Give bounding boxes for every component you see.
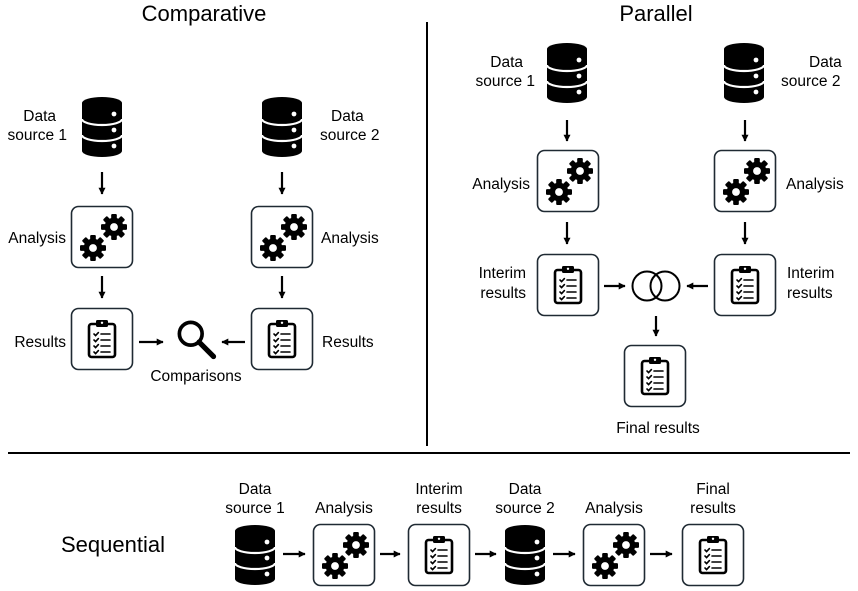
gears-icon (252, 207, 313, 268)
clipboard-checklist-icon (625, 346, 686, 407)
clipboard-checklist-icon (683, 525, 744, 586)
comparative-title: Comparative (142, 1, 267, 26)
clipboard-checklist-icon (72, 309, 133, 370)
parallel-source1-label-line2: source 1 (476, 73, 535, 90)
comparisons-label: Comparisons (150, 368, 242, 385)
sequential-title: Sequential (61, 532, 165, 557)
gears-icon (314, 525, 375, 586)
sequential-final-label-line1: Final (696, 481, 730, 498)
parallel-interim-left-label-line1: Interim (479, 265, 526, 282)
comparative-results-right-label: Results (322, 334, 374, 351)
parallel-interim-right-label-line1: Interim (787, 265, 834, 282)
venn-icon (631, 270, 681, 302)
parallel-interim-left-label-line2: results (480, 285, 526, 302)
database-icon (545, 41, 589, 105)
database-icon (260, 95, 304, 159)
sequential-analysis1-label: Analysis (315, 500, 373, 517)
gears-icon (584, 525, 645, 586)
magnifier-icon (179, 322, 213, 356)
sequential-source2-label-line2: source 2 (495, 500, 554, 517)
comparative-source2-label-line1: Data (331, 108, 364, 125)
sequential-analysis2-label: Analysis (585, 500, 643, 517)
comparative-source1-label-line1: Data (23, 108, 56, 125)
sequential-source2-label-line1: Data (509, 481, 542, 498)
parallel-title: Parallel (619, 1, 692, 26)
comparative-source1-label-line2: source 1 (8, 127, 67, 144)
parallel-analysis-left-label: Analysis (472, 176, 530, 193)
parallel-analysis-right-label: Analysis (786, 176, 844, 193)
gears-icon (715, 151, 776, 212)
database-icon (722, 41, 766, 105)
database-icon (80, 95, 124, 159)
sequential-source1-label-line2: source 1 (225, 500, 284, 517)
clipboard-checklist-icon (715, 255, 776, 316)
sequential-section: Sequential Data source 1 Analysis Interi… (61, 481, 743, 586)
parallel-interim-right-label-line2: results (787, 285, 833, 302)
gears-icon (538, 151, 599, 212)
sequential-interim-label-line1: Interim (415, 481, 462, 498)
sequential-source1-label-line1: Data (239, 481, 272, 498)
parallel-final-results-label: Final results (616, 420, 700, 437)
parallel-section: Parallel Data source 1 Data source 2 Ana… (472, 1, 844, 437)
comparative-source2-label-line2: source 2 (320, 127, 379, 144)
parallel-source2-label-line2: source 2 (781, 73, 840, 90)
clipboard-checklist-icon (252, 309, 313, 370)
parallel-source1-label-line1: Data (490, 54, 523, 71)
clipboard-checklist-icon (409, 525, 470, 586)
database-icon (233, 523, 277, 587)
comparative-results-left-label: Results (14, 334, 66, 351)
parallel-source2-label-line1: Data (809, 54, 842, 71)
sequential-interim-label-line2: results (416, 500, 462, 517)
clipboard-checklist-icon (538, 255, 599, 316)
gears-icon (72, 207, 133, 268)
sequential-final-label-line2: results (690, 500, 736, 517)
database-icon (503, 523, 547, 587)
comparative-section: Comparative Data source 1 Data source 2 … (8, 1, 380, 385)
comparative-analysis-left-label: Analysis (8, 230, 66, 247)
comparative-analysis-right-label: Analysis (321, 230, 379, 247)
